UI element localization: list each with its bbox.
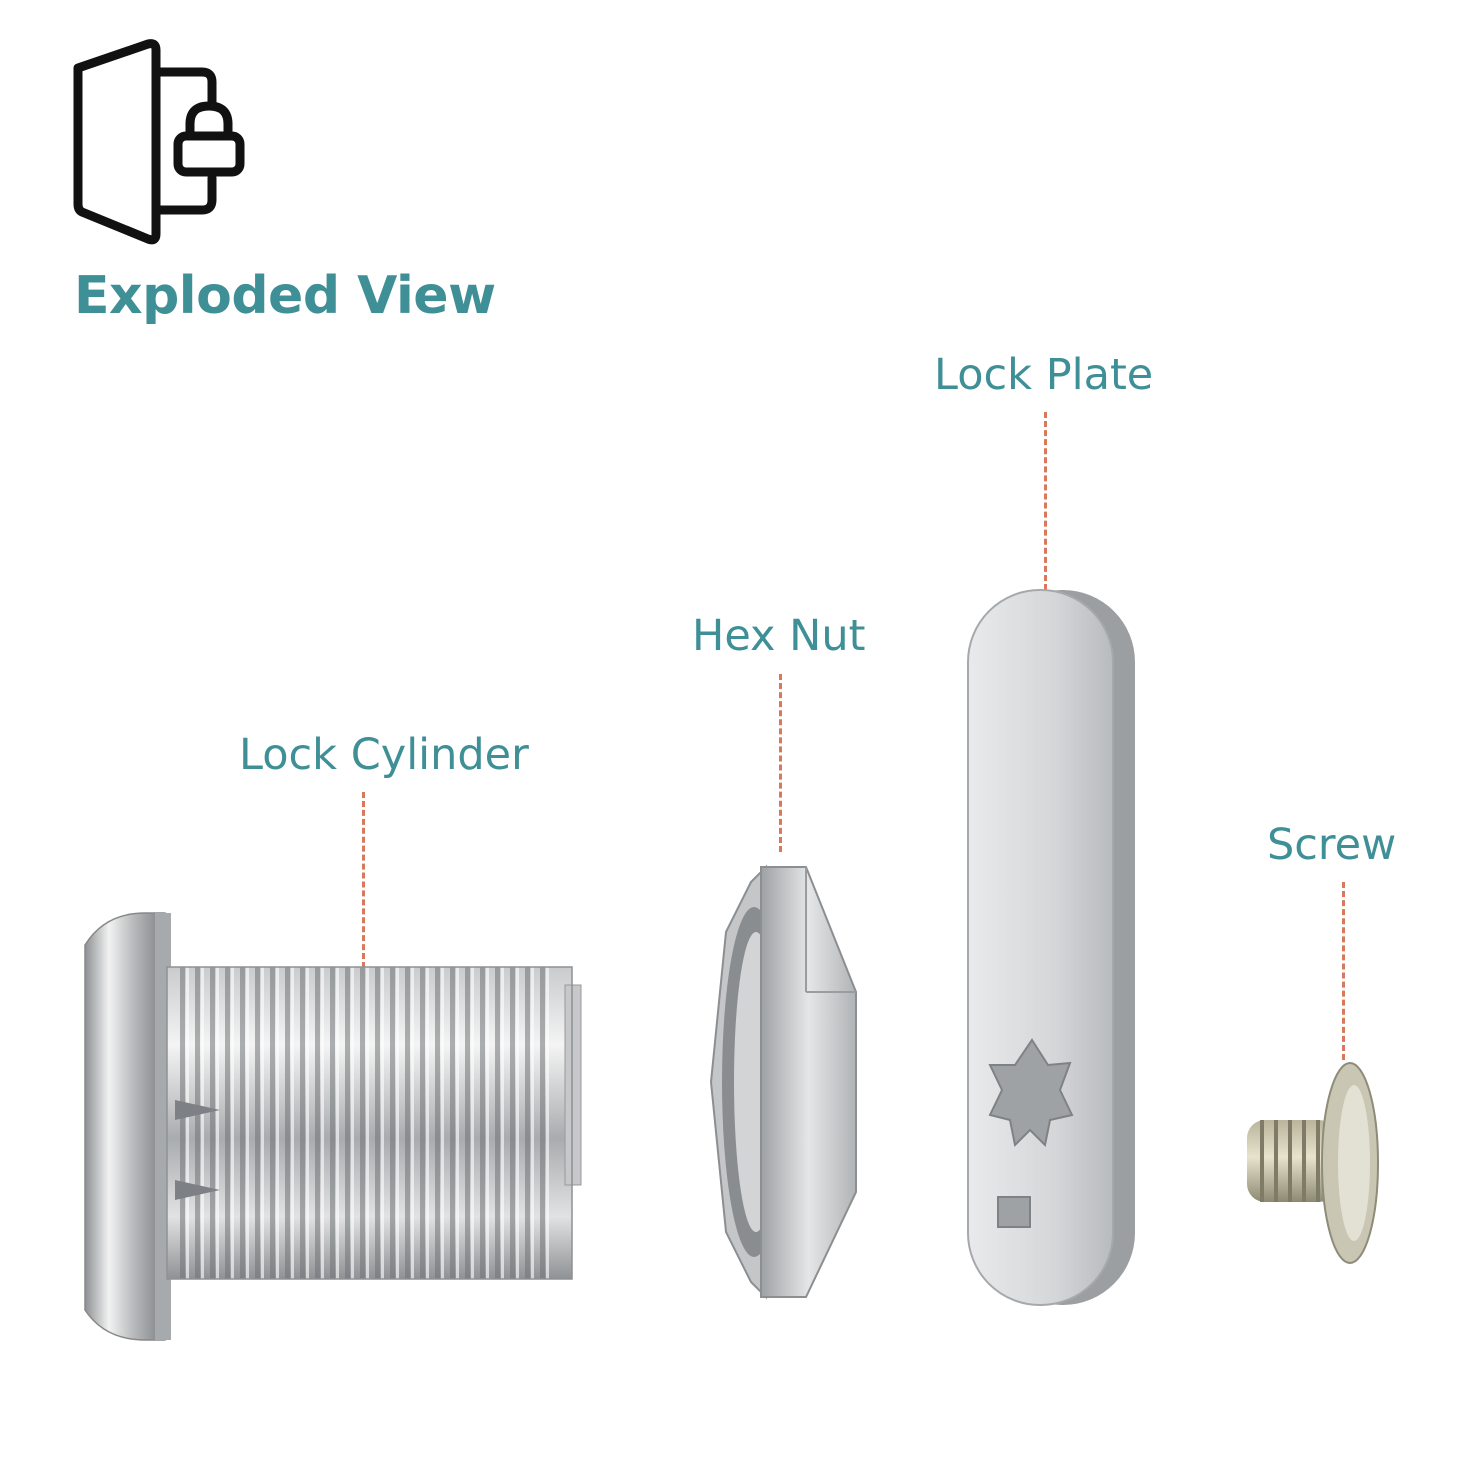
lock-plate-leader-line — [1044, 412, 1047, 590]
lock-cylinder-label: Lock Cylinder — [239, 730, 529, 780]
door-lock-icon — [73, 39, 245, 245]
lock-cylinder-illustration — [84, 912, 582, 1341]
lock-plate-label: Lock Plate — [934, 350, 1154, 400]
hex-nut-leader-line — [779, 674, 782, 852]
screw-label: Screw — [1267, 820, 1397, 870]
hex-nut-illustration — [709, 864, 857, 1300]
lock-plate-illustration — [967, 589, 1135, 1306]
page-title: Exploded View — [74, 266, 496, 326]
lock-cylinder-leader-line — [362, 792, 365, 968]
screw-leader-line — [1342, 882, 1345, 1060]
hex-nut-label: Hex Nut — [692, 611, 866, 661]
screw-illustration — [1247, 1062, 1379, 1264]
